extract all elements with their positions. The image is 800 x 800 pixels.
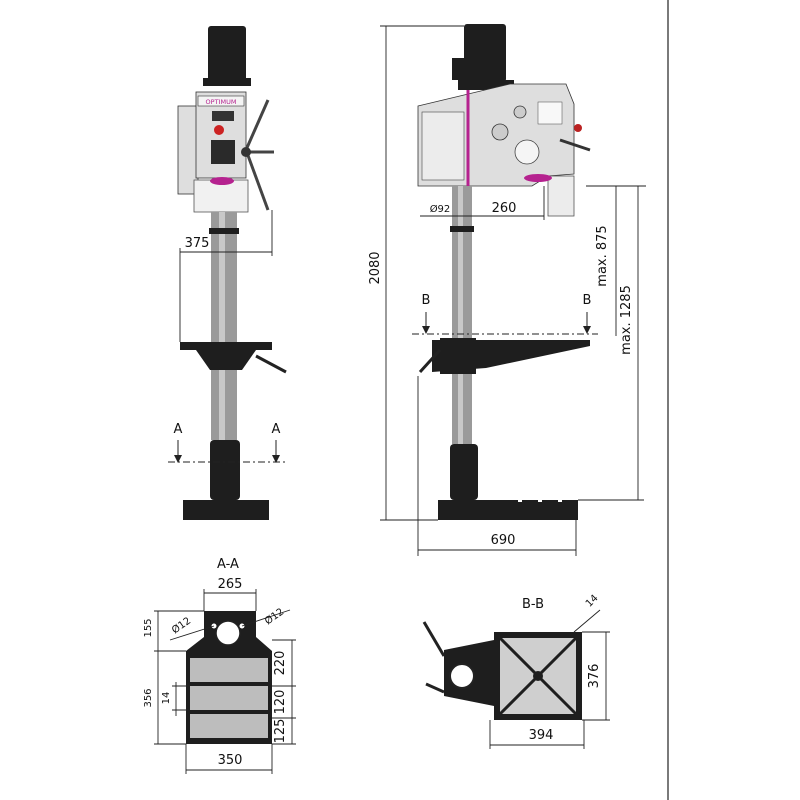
- side-dim-875: max. 875: [595, 225, 610, 286]
- front-brand-plate: [197, 95, 245, 107]
- side-dim-dia92: Ø92: [430, 203, 451, 215]
- section-aa-dim-265: 265: [218, 577, 243, 592]
- side-section-arrowhead-right: [583, 326, 591, 334]
- front-table-support: [196, 350, 256, 370]
- section-aa-dim-350: 350: [218, 753, 243, 768]
- section-aa-plate-3: [190, 714, 268, 738]
- front-view: OPTIMUM 375 A A: [168, 26, 287, 520]
- side-section-label-b-left: B: [422, 293, 431, 308]
- front-dim-375: 375: [185, 236, 210, 251]
- side-dim-2080: 2080: [368, 251, 383, 284]
- section-bb-dim-394: 394: [529, 728, 554, 743]
- side-base: [438, 500, 578, 520]
- side-speed-knob: [513, 105, 527, 119]
- side-motor: [464, 24, 506, 82]
- section-aa-dim-125: 125: [273, 719, 288, 744]
- front-section-arrowhead-left: [174, 455, 182, 463]
- front-display: [212, 111, 234, 121]
- front-brand-label: OPTIMUM: [206, 98, 237, 106]
- section-aa-dim-hole-right: Ø12: [262, 606, 286, 628]
- front-base: [183, 500, 269, 520]
- side-column-highlight: [458, 186, 463, 444]
- section-aa-column-hole: [215, 620, 241, 646]
- section-aa-dim-120: 120: [273, 690, 288, 715]
- side-red-knob: [574, 124, 582, 132]
- side-base-slot-1: [518, 498, 522, 502]
- section-aa-leader-right: [241, 609, 291, 627]
- side-spindle-collar: [524, 174, 552, 182]
- front-control-panel: [211, 140, 235, 164]
- front-motor-flange: [203, 78, 251, 86]
- section-bb-dim-14: 14: [584, 593, 601, 610]
- front-chuck-guard: [193, 179, 249, 213]
- section-aa-dim-356: 356: [143, 688, 154, 707]
- front-table-crank: [255, 354, 287, 374]
- front-emergency-stop: [214, 125, 224, 135]
- side-base-slot-3: [558, 498, 562, 502]
- front-section-label-a-left: A: [174, 422, 183, 437]
- side-column-ring: [450, 226, 474, 232]
- front-motor: [208, 26, 246, 82]
- side-gear-knob: [491, 123, 509, 141]
- side-table-clamp: [440, 338, 476, 374]
- side-motor-flange: [458, 80, 514, 90]
- side-speed-table: [537, 101, 563, 125]
- front-spindle-collar: [210, 177, 234, 185]
- front-lever-hub: [241, 147, 251, 157]
- section-bb-dim-376: 376: [587, 664, 602, 689]
- front-column-sleeve: [210, 440, 240, 500]
- side-head-vent-panel: [421, 111, 465, 181]
- side-handle: [559, 138, 591, 152]
- side-dim-260: 260: [492, 201, 517, 216]
- section-bb-crank-lower: [425, 682, 445, 694]
- side-section-label-b-right: B: [583, 293, 592, 308]
- section-aa-plate-1: [190, 658, 268, 682]
- side-section-arrowhead-left: [422, 326, 430, 334]
- front-column-ring: [209, 228, 239, 234]
- section-bb: B-B 14 376 394: [422, 593, 610, 749]
- section-aa: A-A 265 Ø12 Ø12 155 356 14: [143, 557, 296, 774]
- section-aa-leader-left: [169, 625, 215, 641]
- section-bb-center-hole: [533, 671, 543, 681]
- side-dim-690: 690: [491, 533, 516, 548]
- front-lever-upper: [244, 99, 270, 151]
- section-aa-dim-14: 14: [161, 692, 172, 705]
- section-bb-leader-14: [573, 609, 601, 633]
- side-chuck-guard: [547, 175, 575, 217]
- side-column-sleeve: [450, 444, 478, 500]
- front-lever-lower: [244, 149, 270, 211]
- side-table-crank: [418, 348, 442, 374]
- side-dim-1285: max. 1285: [619, 285, 634, 355]
- front-table-top: [180, 342, 272, 350]
- section-aa-dim-220: 220: [273, 651, 288, 676]
- section-aa-plate-2: [190, 686, 268, 710]
- side-view: 2080 Ø92 260 max. 875 max. 1285 B B 690: [368, 24, 646, 556]
- section-bb-crank-upper: [422, 621, 446, 657]
- side-motor-terminal: [452, 58, 466, 80]
- section-aa-title: A-A: [217, 557, 239, 572]
- front-section-label-a-right: A: [272, 422, 281, 437]
- front-column-highlight: [219, 212, 225, 440]
- front-section-arrowhead-right: [272, 455, 280, 463]
- section-bb-title: B-B: [522, 597, 544, 612]
- side-feed-dial: [514, 139, 540, 165]
- section-aa-dim-155: 155: [143, 618, 154, 637]
- side-base-slot-2: [538, 498, 542, 502]
- section-bb-column-hole: [449, 663, 475, 689]
- section-aa-dim-hole-left: Ø12: [169, 615, 193, 637]
